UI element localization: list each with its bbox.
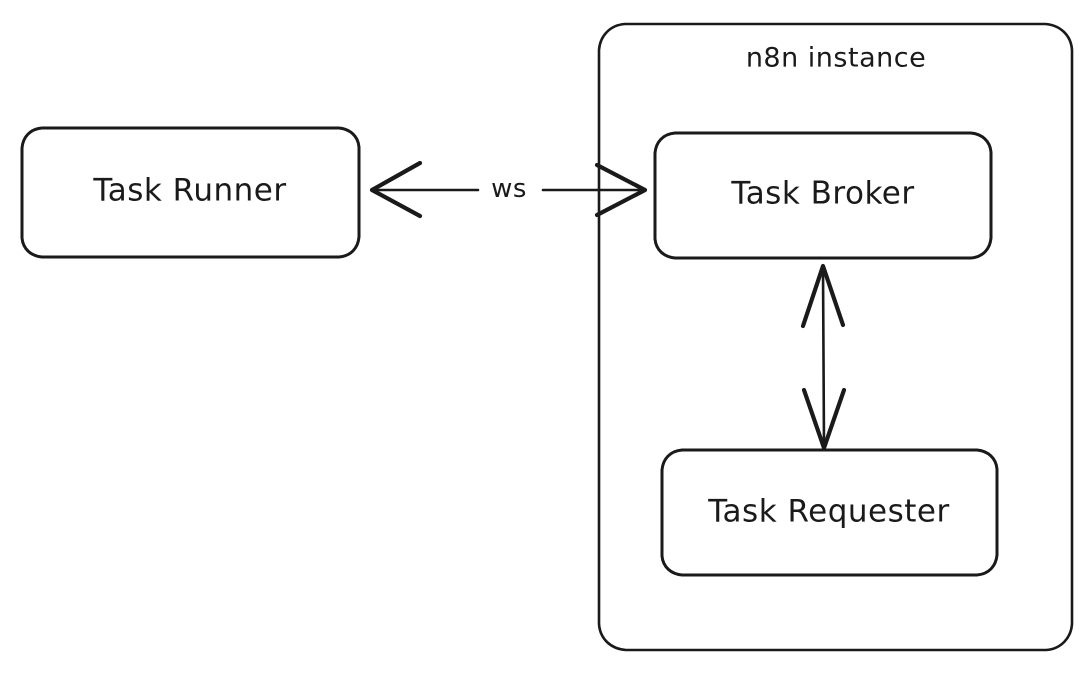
task-broker-label: Task Broker xyxy=(731,175,915,212)
task-requester-box[interactable] xyxy=(660,448,999,577)
edge-runner-broker-ws[interactable] xyxy=(369,160,648,219)
task-runner-label: Task Runner xyxy=(93,172,287,209)
task-runner-box[interactable] xyxy=(20,126,361,259)
n8n-instance-label: n8n instance xyxy=(745,42,927,74)
task-broker-box[interactable] xyxy=(653,131,993,260)
edge-broker-requester[interactable] xyxy=(800,263,847,451)
ws-edge-label: ws xyxy=(484,174,534,204)
n8n-instance-container[interactable] xyxy=(597,22,1074,652)
task-requester-label: Task Requester xyxy=(708,493,950,530)
